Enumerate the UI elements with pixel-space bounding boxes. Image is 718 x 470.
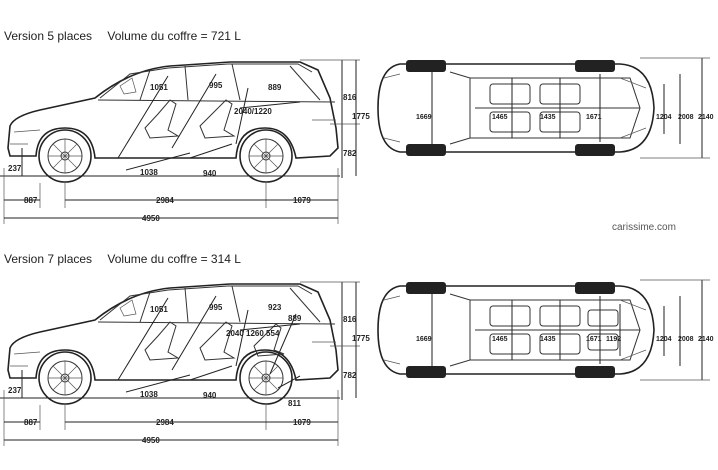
total-length-label: 4950 [142,436,160,445]
top-view-car [377,282,655,378]
version-7-header: Version 7 places Volume du coffre = 314 … [4,252,241,266]
side-view-car [7,283,339,405]
trunk-length-label: 889 [288,314,302,323]
version-7-trunk-volume: Volume du coffre = 314 L [107,252,241,266]
front-overhang-label: 887 [24,196,38,205]
front-shoulder-label: 1669 [416,336,432,343]
front-angle-label: 1038 [140,168,158,177]
track-label: 1204 [656,336,672,343]
version-5-title: Version 5 places [4,29,93,43]
rear-angle-label: 940 [203,169,217,178]
third-row-width-label: 1192 [606,336,621,343]
rear-width-label: 1671 [586,336,602,343]
mirror-width-label: 2140 [698,336,714,343]
version-5-header: Version 5 places Volume du coffre = 721 … [4,29,241,43]
version-5-diagram: 1051 995 889 2040/1220 816 1775 782 237 … [0,57,714,224]
rear-height-label: 782 [343,149,357,158]
cargo-length-label: 2040/1220 [234,107,272,116]
third-legroom-label: 923 [268,303,282,312]
second-row-width-a-label: 1465 [492,114,508,121]
second-row-width-a-label: 1465 [492,336,508,343]
rear-width-label: 1671 [586,114,602,121]
rear-height-label: 782 [343,371,357,380]
version-7-title: Version 7 places [4,252,93,266]
wheelbase-label: 2984 [156,418,174,427]
rear-legroom-label: 995 [209,303,223,312]
front-height-label: 816 [343,315,357,324]
rear-legroom-label: 995 [209,81,223,90]
front-angle-label: 1038 [140,390,158,399]
front-overhang-label: 887 [24,418,38,427]
version-7-diagram: 1051 995 923 889 2040 1260 554 816 1775 … [0,279,714,446]
total-height-label: 1775 [352,334,370,343]
side-view-car [7,61,339,183]
rear-angle-label: 940 [203,391,217,400]
rear-overhang-label: 1079 [293,418,311,427]
trunk-length-label: 889 [268,83,282,92]
front-shoulder-label: 1669 [416,114,432,121]
total-height-label: 1775 [352,112,370,121]
version-5-trunk-volume: Volume du coffre = 721 L [107,29,241,43]
cargo-length-label: 2040 1260 554 [226,329,280,338]
mirror-width-label: 2140 [698,114,714,121]
top-view-car [377,60,655,156]
site-credit: carissime.com [612,222,676,233]
wheelbase-label: 2984 [156,196,174,205]
second-row-width-b-label: 1435 [540,114,556,121]
front-height-label: 816 [343,93,357,102]
ground-clearance-label: 237 [8,164,22,173]
rear-overhang-label: 1079 [293,196,311,205]
second-row-width-b-label: 1435 [540,336,556,343]
total-length-label: 4950 [142,214,160,223]
track-label: 1204 [656,114,672,121]
third-angle-label: 811 [288,399,301,408]
front-legroom-label: 1051 [150,305,168,314]
ground-clearance-label: 237 [8,386,22,395]
body-width-label: 2008 [678,114,694,121]
front-legroom-label: 1051 [150,83,168,92]
body-width-label: 2008 [678,336,694,343]
